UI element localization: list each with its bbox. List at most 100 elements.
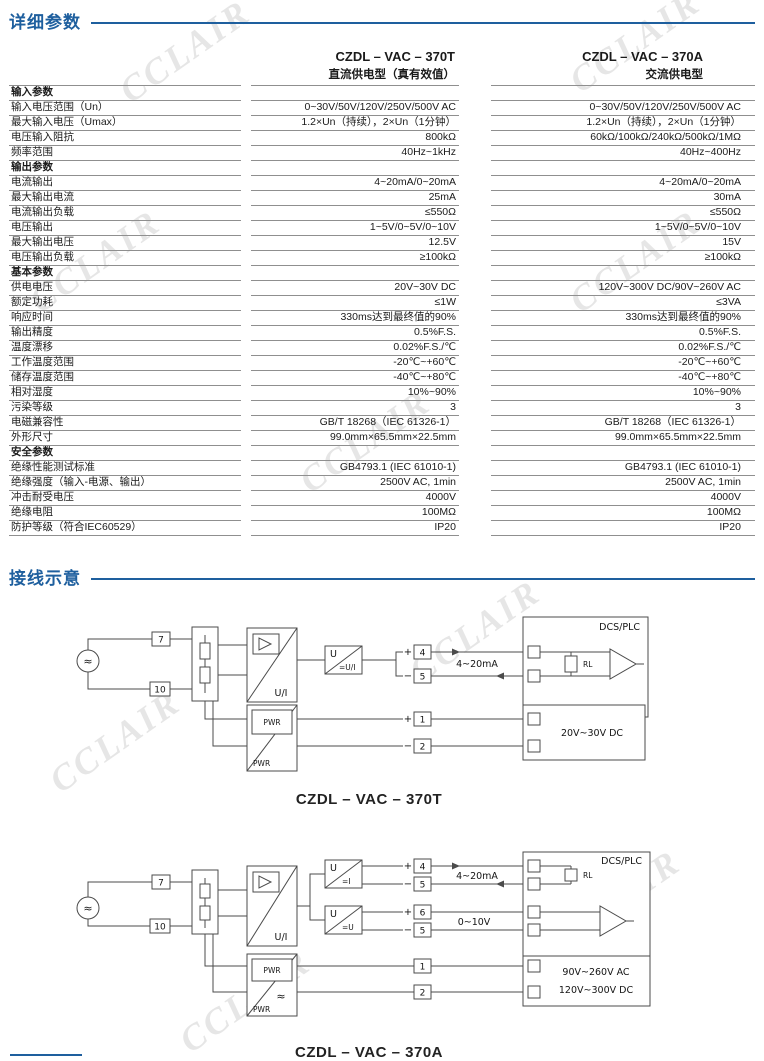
param-label: 最大输出电压 xyxy=(9,236,241,251)
param-label: 最大输出电流 xyxy=(9,191,241,206)
param-label: 防护等级（符合IEC60529） xyxy=(9,521,241,536)
param-label: 绝缘强度（输入-电源、输出） xyxy=(9,476,241,491)
section-label: 输入参数 xyxy=(9,85,241,101)
value-370t: 10%~90% xyxy=(251,386,459,401)
value-370t xyxy=(251,85,459,101)
terminal-2: 2 xyxy=(413,984,432,1000)
param-label: 绝缘电阻 xyxy=(9,506,241,521)
svg-text:2: 2 xyxy=(420,743,426,753)
param-label: 工作温度范围 xyxy=(9,356,241,371)
terminal-2: 2 xyxy=(413,738,432,754)
param-label: 响应时间 xyxy=(9,311,241,326)
section-header-parameters: 详细参数 xyxy=(9,8,755,33)
svg-text:U: U xyxy=(330,649,337,660)
plus-sign: + xyxy=(404,861,412,872)
svg-text:10: 10 xyxy=(154,686,166,696)
value-370a xyxy=(491,266,755,281)
svg-text:=U: =U xyxy=(342,923,354,932)
svg-text:5: 5 xyxy=(420,881,426,891)
voltage-converter-icon: U =U xyxy=(324,905,363,935)
terminal-4: 4 xyxy=(413,644,432,660)
value-370a: 1~5V/0~5V/0~10V xyxy=(491,221,755,236)
diagram-caption-370t: CZDL – VAC – 370T xyxy=(295,791,443,808)
minus-sign: − xyxy=(404,879,412,890)
spec-table: CZDL – VAC – 370T CZDL – VAC – 370A 直流供电… xyxy=(9,41,755,536)
plus-sign: + xyxy=(404,907,412,918)
model-header-row: CZDL – VAC – 370T CZDL – VAC – 370A xyxy=(9,41,755,65)
minus-sign: − xyxy=(404,741,412,752)
terminal-1: 1 xyxy=(413,958,432,974)
value-370t: 2500V AC, 1min xyxy=(251,476,459,491)
value-370a: GB4793.1 (IEC 61010-1) xyxy=(491,461,755,476)
ac-source-icon: ≈ xyxy=(76,649,100,673)
section-rule xyxy=(91,21,755,24)
value-370t: 0~30V/50V/120V/250V/500V AC xyxy=(251,101,459,116)
value-370a: 0.02%F.S./℃ xyxy=(491,341,755,356)
u-converter-icon: U =U/I xyxy=(324,645,363,675)
spec-table-body: 输入参数输入电压范围（Un） 0~30V/50V/120V/250V/500V A… xyxy=(9,85,755,536)
svg-text:U: U xyxy=(330,863,337,874)
svg-text:U: U xyxy=(330,909,337,920)
rl-resistor-icon xyxy=(564,655,578,673)
pwr-module-icon: PWR ≈ PWR xyxy=(246,953,298,1017)
section-label: 安全参数 xyxy=(9,446,241,461)
svg-text:U/I: U/I xyxy=(275,932,288,943)
section-rule xyxy=(91,577,755,580)
value-370t: IP20 xyxy=(251,521,459,536)
terminal-7: 7 xyxy=(151,631,171,647)
value-370t: ≤1W xyxy=(251,296,459,311)
amplifier-icon xyxy=(609,648,638,680)
power-supply-box: 20V~30V DC xyxy=(522,704,646,761)
supply-voltage-label: 20V~30V DC xyxy=(561,728,623,739)
terminal-5: 5 xyxy=(413,668,432,684)
diagram-caption-370a: CZDL – VAC – 370A xyxy=(295,1044,443,1061)
pwr-module-icon: PWR PWR xyxy=(246,704,298,772)
param-label: 冲击耐受电压 xyxy=(9,491,241,506)
param-label: 输入电压范围（Un） xyxy=(9,101,241,116)
svg-text:5: 5 xyxy=(420,927,426,937)
svg-text:≈: ≈ xyxy=(83,902,92,915)
section-title-wiring: 接线示意 xyxy=(9,569,81,588)
section-label: 基本参数 xyxy=(9,266,241,281)
plus-sign: + xyxy=(404,714,412,725)
dcs-plc-box: DCS/PLC RL xyxy=(522,851,651,965)
type-header-row: 直流供电型（真有效值） 交流供电型 xyxy=(9,65,755,85)
value-370a: -20℃~+60℃ xyxy=(491,356,755,371)
param-label: 相对湿度 xyxy=(9,386,241,401)
svg-text:DCS/PLC: DCS/PLC xyxy=(599,622,640,633)
current-output-label: 4~20mA xyxy=(456,871,498,882)
value-370t: 40Hz~1kHz xyxy=(251,146,459,161)
spec-row: 额定功耗≤1W≤3VA xyxy=(9,296,755,311)
value-370t: -40℃~+80℃ xyxy=(251,371,459,386)
supply-voltage-ac-label: 90V~260V AC xyxy=(562,967,630,978)
svg-text:=U/I: =U/I xyxy=(339,663,356,672)
svg-text:=I: =I xyxy=(342,877,351,886)
terminal-10: 10 xyxy=(149,918,171,934)
svg-text:U/I: U/I xyxy=(275,688,288,699)
value-370a: 4000V xyxy=(491,491,755,506)
terminal-5: 5 xyxy=(413,876,432,892)
param-label: 电流输出负载 xyxy=(9,206,241,221)
input-divider-icon xyxy=(191,869,219,935)
value-370a: 60kΩ/100kΩ/240kΩ/500kΩ/1MΩ xyxy=(491,131,755,146)
svg-text:4: 4 xyxy=(420,863,426,873)
value-370t xyxy=(251,161,459,176)
svg-text:1: 1 xyxy=(420,963,426,973)
section-row: 输出参数 xyxy=(9,161,755,176)
value-370t: 25mA xyxy=(251,191,459,206)
value-370t xyxy=(251,446,459,461)
param-label: 外形尺寸 xyxy=(9,431,241,446)
terminal-6: 6 xyxy=(413,904,432,920)
